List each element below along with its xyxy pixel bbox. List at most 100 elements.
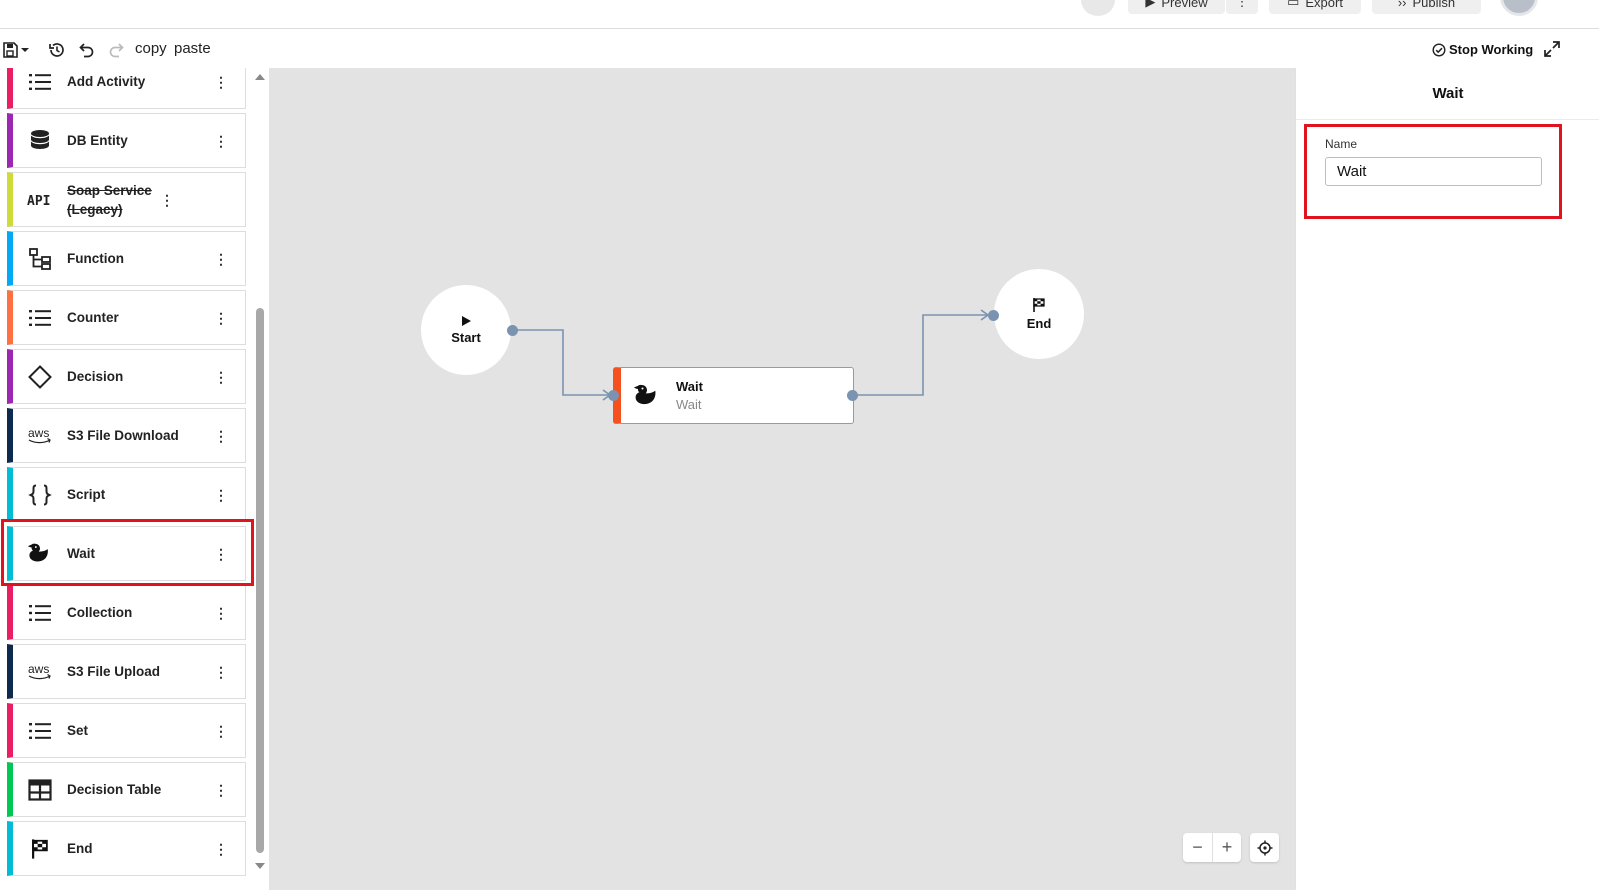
expand-icon[interactable] <box>1543 40 1561 58</box>
flow-connectors <box>513 309 990 401</box>
publish-icon: ›› <box>1397 0 1407 10</box>
paste-button[interactable]: paste <box>174 40 211 57</box>
palette-item-s3-file-upload[interactable]: aws S3 File Upload ⋮ <box>7 644 246 699</box>
more-vertical-icon[interactable]: ⋮ <box>214 368 228 385</box>
more-vertical-icon[interactable]: ⋮ <box>214 73 228 90</box>
flow-canvas[interactable]: Start Wait Wait End − + <box>269 68 1295 890</box>
name-input[interactable] <box>1325 157 1542 186</box>
end-node-label: End <box>1026 316 1052 331</box>
palette-item-wait[interactable]: Wait ⋮ <box>7 526 246 581</box>
palette-scrollbar[interactable] <box>253 68 267 890</box>
palette-item-label: Wait <box>67 546 95 561</box>
wait-output-port[interactable] <box>847 390 858 401</box>
wait-task-node[interactable]: Wait Wait <box>613 367 854 424</box>
zoom-controls: − + <box>1183 833 1241 862</box>
undo-icon[interactable] <box>77 40 97 60</box>
palette-item-soap-service-legacy[interactable]: API Soap Service (Legacy) ⋮ <box>7 172 246 227</box>
duck-icon <box>632 381 662 411</box>
more-vertical-icon: ⋮ <box>1235 0 1249 9</box>
palette-item-label: S3 File Download <box>67 428 179 443</box>
table-icon <box>25 775 55 805</box>
start-node-label: Start <box>451 330 481 345</box>
history-icon[interactable] <box>47 40 67 60</box>
crosshair-icon <box>1257 840 1272 855</box>
palette-item-s3-file-download[interactable]: aws S3 File Download ⋮ <box>7 408 246 463</box>
start-output-port[interactable] <box>507 325 518 336</box>
diamond-icon <box>25 362 55 392</box>
list-icon <box>25 716 55 746</box>
more-vertical-icon[interactable]: ⋮ <box>214 427 228 444</box>
save-status-button[interactable] <box>1081 0 1115 16</box>
palette-item-decision[interactable]: Decision ⋮ <box>7 349 246 404</box>
more-vertical-icon[interactable]: ⋮ <box>214 309 228 326</box>
redo-icon[interactable] <box>106 40 126 60</box>
play-icon <box>462 316 471 326</box>
preview-more-button[interactable]: ⋮ <box>1226 0 1258 14</box>
component-palette: Add Activity⋮ DB Entity ⋮ API Soap Service (… <box>0 68 253 890</box>
svg-text:API: API <box>27 194 50 209</box>
more-vertical-icon[interactable]: ⋮ <box>214 250 228 267</box>
export-icon: ▭ <box>1287 0 1300 9</box>
chevron-down-icon[interactable] <box>18 40 32 60</box>
more-vertical-icon[interactable]: ⋮ <box>214 840 228 857</box>
stop-working-label: Stop Working <box>1449 42 1534 57</box>
palette-item-label: Counter <box>67 310 119 325</box>
publish-button[interactable]: ›› Publish <box>1372 0 1481 14</box>
publish-label: Publish <box>1412 0 1456 10</box>
start-node[interactable]: Start <box>421 285 511 375</box>
copy-button[interactable]: copy <box>135 40 167 57</box>
user-avatar[interactable] <box>1500 0 1538 16</box>
properties-panel: Wait Name <box>1295 68 1599 890</box>
wait-input-port[interactable] <box>608 390 619 401</box>
palette-item-label: Decision Table <box>67 782 162 797</box>
palette-item-label: Script <box>67 487 106 502</box>
preview-label: Preview <box>1161 0 1208 10</box>
export-button[interactable]: ▭ Export <box>1269 0 1361 14</box>
scroll-thumb[interactable] <box>256 308 264 853</box>
palette-item-function[interactable]: Function⋮ <box>7 231 246 286</box>
palette-item-script[interactable]: Script ⋮ <box>7 467 246 522</box>
palette-item-set[interactable]: Set⋮ <box>7 703 246 758</box>
flag-icon <box>1033 298 1045 312</box>
save-icon[interactable] <box>0 40 20 60</box>
zoom-out-button[interactable]: − <box>1192 837 1203 857</box>
palette-item-label: Soap Service (Legacy) <box>67 182 152 217</box>
more-vertical-icon[interactable]: ⋮ <box>214 486 228 503</box>
palette-item-db-entity[interactable]: DB Entity ⋮ <box>7 113 246 168</box>
edge-start-wait <box>513 329 609 396</box>
end-input-port[interactable] <box>988 310 999 321</box>
palette-item-label: Decision <box>67 369 124 384</box>
duck-icon <box>25 539 55 569</box>
zoom-in-button[interactable]: + <box>1212 833 1241 862</box>
more-vertical-icon[interactable]: ⋮ <box>214 604 228 621</box>
stop-working-button[interactable]: Stop Working <box>1432 42 1533 57</box>
export-label: Export <box>1305 0 1343 10</box>
palette-item-label: DB Entity <box>67 133 128 148</box>
palette-item-end[interactable]: End⋮ <box>7 821 246 876</box>
more-vertical-icon[interactable]: ⋮ <box>214 663 228 680</box>
svg-text:aws: aws <box>28 662 49 676</box>
check-circle-icon <box>1432 42 1446 57</box>
list-icon <box>25 303 55 333</box>
palette-item-collection[interactable]: Collection⋮ <box>7 585 246 640</box>
list-icon <box>25 598 55 628</box>
end-node[interactable]: End <box>994 269 1084 359</box>
more-vertical-icon[interactable]: ⋮ <box>214 722 228 739</box>
list-icon <box>25 68 55 97</box>
more-vertical-icon[interactable]: ⋮ <box>214 545 228 562</box>
more-vertical-icon[interactable]: ⋮ <box>214 132 228 149</box>
more-vertical-icon[interactable]: ⋮ <box>214 781 228 798</box>
name-field-label: Name <box>1325 137 1358 151</box>
preview-button[interactable]: ▶ Preview <box>1128 0 1225 14</box>
svg-text:aws: aws <box>28 426 49 440</box>
palette-item-counter[interactable]: Counter ⋮ <box>7 290 246 345</box>
more-vertical-icon[interactable]: ⋮ <box>160 191 174 208</box>
palette-item-label: S3 File Upload <box>67 664 161 679</box>
scroll-down-arrow[interactable] <box>255 863 265 869</box>
aws-icon: aws <box>25 657 55 687</box>
wait-task-title: Wait <box>676 379 703 394</box>
scroll-up-arrow[interactable] <box>255 74 265 80</box>
fit-view-button[interactable] <box>1250 833 1279 862</box>
palette-item-decision-table[interactable]: Decision Table ⋮ <box>7 762 246 817</box>
palette-item-add-activity[interactable]: Add Activity⋮ <box>7 68 246 109</box>
